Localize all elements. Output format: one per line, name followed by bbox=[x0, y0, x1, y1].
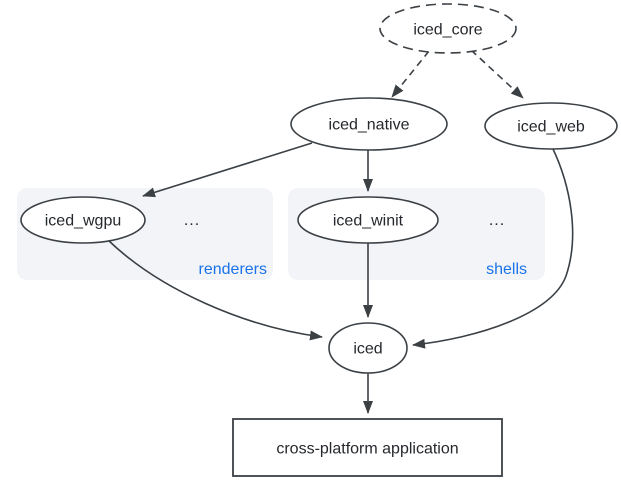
shells-group-label: shells bbox=[486, 261, 527, 278]
application-label: cross-platform application bbox=[276, 441, 458, 458]
iced-winit-ellipse bbox=[297, 196, 439, 244]
iced-core-ellipse bbox=[379, 3, 517, 54]
node-iced: iced bbox=[328, 322, 408, 374]
iced-winit-label: iced_winit bbox=[333, 213, 404, 230]
node-iced-wgpu: iced_wgpu bbox=[20, 196, 146, 244]
renderers-group-label: renderers bbox=[199, 261, 267, 278]
node-iced-web: iced_web bbox=[484, 102, 618, 150]
application-box bbox=[232, 418, 503, 477]
edge-iced-wgpu-to-iced bbox=[107, 239, 323, 341]
iced-wgpu-label: iced_wgpu bbox=[45, 213, 122, 230]
shells-ellipsis: ... bbox=[489, 212, 505, 229]
edge-iced-core-to-iced-native bbox=[391, 50, 430, 98]
edge-iced-native-to-iced-wgpu bbox=[142, 142, 313, 198]
iced-core-label: iced_core bbox=[413, 22, 482, 39]
iced-web-ellipse bbox=[484, 102, 618, 150]
edge-iced-core-to-iced-web bbox=[470, 49, 524, 99]
node-iced-native: iced_native bbox=[290, 97, 448, 151]
iced-ellipse bbox=[328, 322, 408, 374]
renderers-ellipsis: ... bbox=[184, 212, 200, 229]
iced-native-ellipse bbox=[290, 97, 448, 151]
edge-iced-web-to-iced bbox=[412, 148, 574, 349]
node-cross-platform-application: cross-platform application bbox=[232, 418, 503, 477]
iced-web-label: iced_web bbox=[517, 119, 585, 136]
node-iced-winit: iced_winit bbox=[297, 196, 439, 244]
iced-native-label: iced_native bbox=[329, 117, 410, 134]
iced-wgpu-ellipse bbox=[20, 196, 146, 244]
iced-label: iced bbox=[353, 341, 382, 358]
node-iced-core: iced_core bbox=[379, 3, 517, 54]
